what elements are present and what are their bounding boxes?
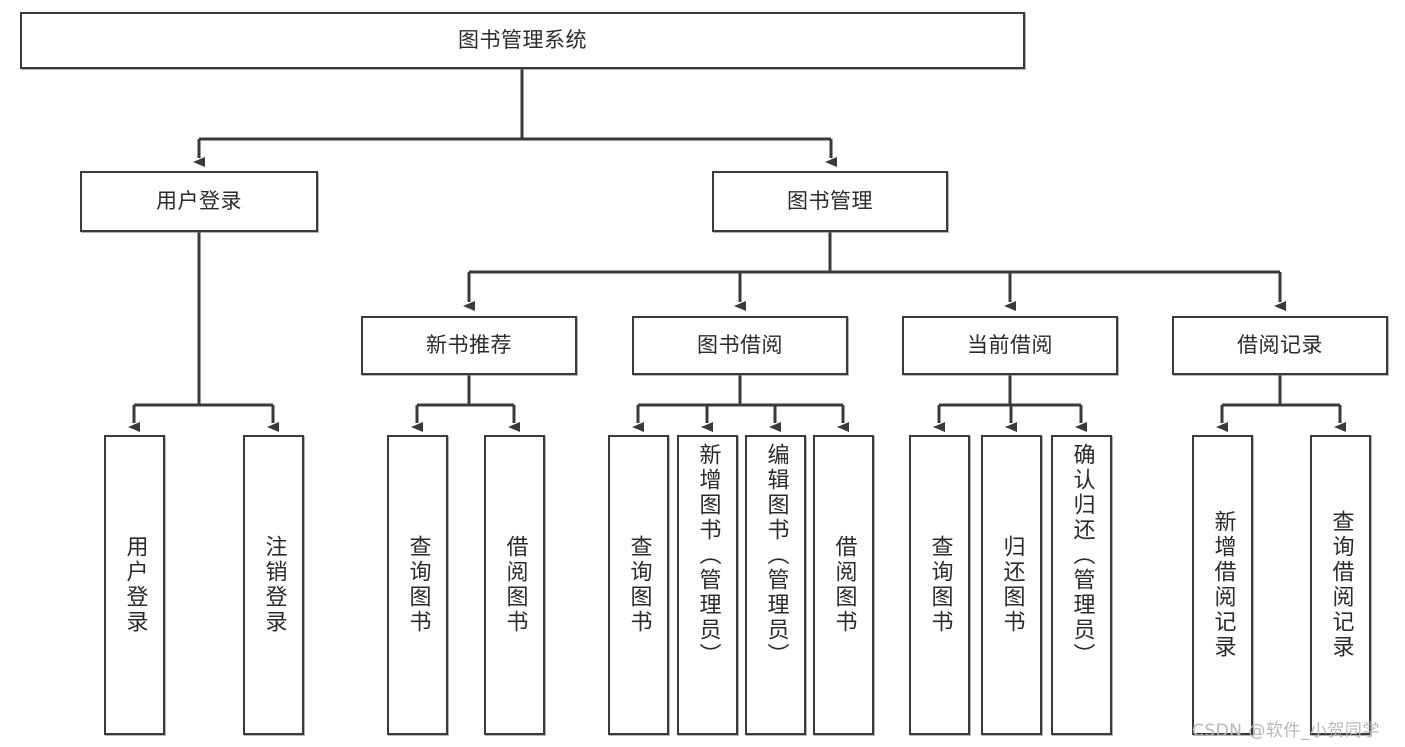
node-leaf-add-book-admin-label: 新增图书（管理员） bbox=[695, 443, 721, 668]
edges-new-book-recommend-to-leaves bbox=[411, 375, 520, 432]
node-leaf-borrow-book-1-label: 借阅图书 bbox=[502, 535, 528, 635]
node-current-borrow-label: 当前借阅 bbox=[967, 333, 1053, 358]
edges-user-login-to-leaves bbox=[128, 232, 279, 432]
edges-borrow-record-to-leaves bbox=[1216, 375, 1346, 432]
node-leaf-add-borrow-record-label: 新增借阅记录 bbox=[1210, 510, 1236, 660]
node-book-manage-label: 图书管理 bbox=[787, 189, 873, 214]
node-leaf-query-borrow-record-label: 查询借阅记录 bbox=[1328, 510, 1354, 660]
node-book-borrow-label: 图书借阅 bbox=[697, 333, 783, 358]
node-leaf-query-book-2[interactable]: 查询图书 bbox=[608, 435, 669, 735]
csdn-watermark: CSDN @软件_小贺同学 bbox=[1192, 721, 1380, 741]
node-leaf-query-book-3[interactable]: 查询图书 bbox=[909, 435, 970, 735]
node-leaf-query-book-3-label: 查询图书 bbox=[927, 535, 953, 635]
node-current-borrow[interactable]: 当前借阅 bbox=[902, 316, 1118, 375]
node-new-book-recommend-label: 新书推荐 bbox=[426, 333, 512, 358]
node-leaf-logout-login-label: 注销登录 bbox=[261, 535, 287, 635]
node-leaf-edit-book-admin-label: 编辑图书（管理员） bbox=[763, 443, 789, 668]
node-leaf-confirm-return-admin-label: 确认归还（管理员） bbox=[1069, 443, 1095, 668]
node-leaf-user-login[interactable]: 用户登录 bbox=[104, 435, 165, 735]
node-leaf-confirm-return-admin[interactable]: 确认归还（管理员） bbox=[1051, 435, 1112, 735]
node-leaf-return-book-label: 归还图书 bbox=[999, 535, 1025, 635]
node-borrow-record-label: 借阅记录 bbox=[1237, 333, 1323, 358]
edges-book-borrow-to-leaves bbox=[632, 375, 849, 432]
node-borrow-record[interactable]: 借阅记录 bbox=[1172, 316, 1388, 375]
node-root-system[interactable]: 图书管理系统 bbox=[20, 12, 1025, 69]
node-leaf-add-borrow-record[interactable]: 新增借阅记录 bbox=[1192, 435, 1253, 735]
node-leaf-logout-login[interactable]: 注销登录 bbox=[243, 435, 304, 735]
node-leaf-borrow-book-1[interactable]: 借阅图书 bbox=[484, 435, 545, 735]
node-leaf-query-borrow-record[interactable]: 查询借阅记录 bbox=[1310, 435, 1371, 735]
node-book-borrow[interactable]: 图书借阅 bbox=[632, 316, 848, 375]
node-leaf-query-book-1[interactable]: 查询图书 bbox=[387, 435, 448, 735]
node-book-manage[interactable]: 图书管理 bbox=[712, 171, 948, 232]
edges-current-borrow-to-leaves bbox=[933, 375, 1087, 432]
node-new-book-recommend[interactable]: 新书推荐 bbox=[361, 316, 577, 375]
edges-level1-to-level2 bbox=[463, 232, 1286, 311]
edges-root-to-level1 bbox=[193, 69, 837, 167]
node-user-login[interactable]: 用户登录 bbox=[80, 171, 318, 232]
node-leaf-borrow-book-2[interactable]: 借阅图书 bbox=[813, 435, 874, 735]
node-root-label: 图书管理系统 bbox=[458, 28, 587, 53]
node-user-login-label: 用户登录 bbox=[156, 189, 242, 214]
node-leaf-add-book-admin[interactable]: 新增图书（管理员） bbox=[677, 435, 738, 735]
node-leaf-edit-book-admin[interactable]: 编辑图书（管理员） bbox=[745, 435, 806, 735]
node-leaf-borrow-book-2-label: 借阅图书 bbox=[831, 535, 857, 635]
node-leaf-query-book-2-label: 查询图书 bbox=[626, 535, 652, 635]
node-leaf-user-login-label: 用户登录 bbox=[122, 535, 148, 635]
node-leaf-return-book[interactable]: 归还图书 bbox=[981, 435, 1042, 735]
node-leaf-query-book-1-label: 查询图书 bbox=[405, 535, 431, 635]
